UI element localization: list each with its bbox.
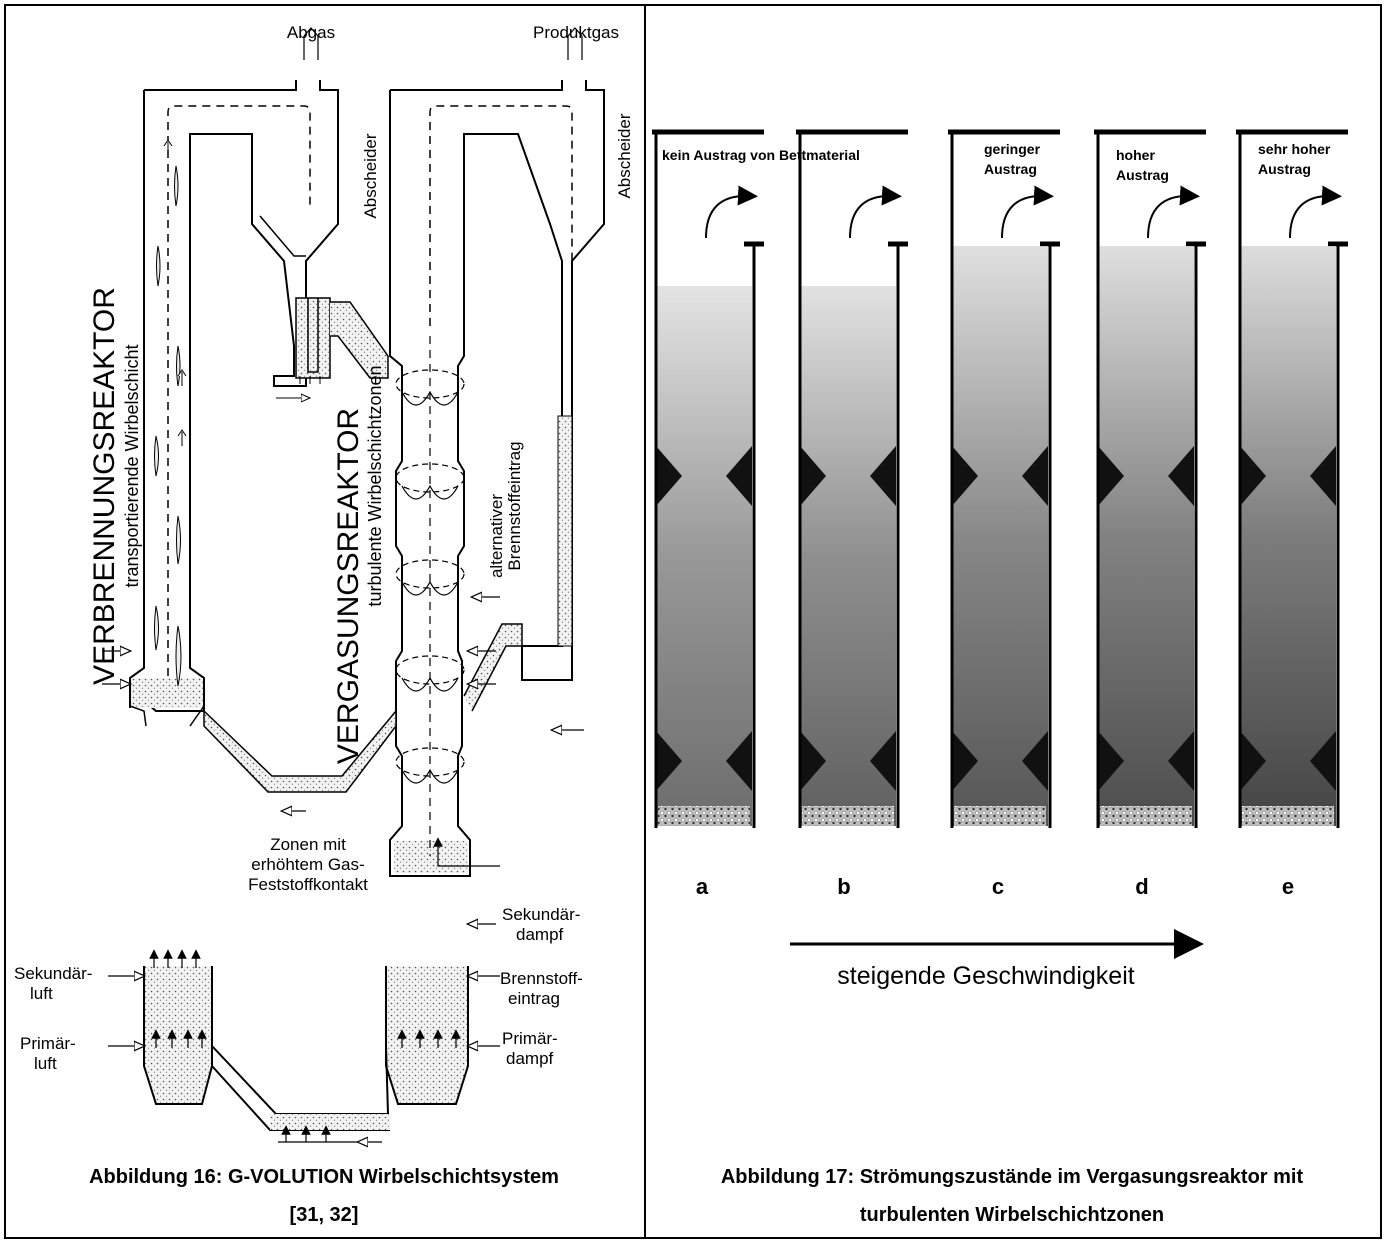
state-a-letter: a <box>696 874 709 899</box>
primary-air-label-2: luft <box>34 1054 57 1073</box>
figure-16-panel: Abgas Produktgas Abscheider Abscheider V… <box>4 4 646 1239</box>
product-gas-label: Produktgas <box>533 23 619 42</box>
zones-label-1: Zonen mit <box>270 835 346 854</box>
lower-connector <box>464 624 522 711</box>
secondary-steam-label-1: Sekundär- <box>502 905 580 924</box>
secondary-steam-label-2: dampf <box>516 925 564 944</box>
alt-fuel-label-1: alternativer <box>487 494 506 578</box>
figure-17-panel: kein Austrag von Bettmaterial geringer A… <box>644 4 1382 1239</box>
alt-fuel-label-2: Brennstoffeintrag <box>505 441 524 570</box>
secondary-air-label-2: luft <box>30 984 53 1003</box>
combustion-reactor-subtitle: transportierende Wirbelschicht <box>122 344 142 587</box>
flow-column-a <box>652 132 764 828</box>
g-volution-diagram: Abgas Produktgas Abscheider Abscheider V… <box>6 6 648 1166</box>
figure-16-caption-line-1: Abbildung 16: G-VOLUTION Wirbelschichtsy… <box>6 1158 642 1196</box>
combustion-particles <box>155 166 182 686</box>
bottom-connector <box>204 711 396 792</box>
flow-column-b <box>796 132 908 828</box>
zones-label-2: erhöhtem Gas- <box>251 855 364 874</box>
return-leg-fill <box>558 416 572 646</box>
exhaust-label: Abgas <box>287 23 335 42</box>
primary-steam-label-2: dampf <box>506 1049 554 1068</box>
gasification-reactor-subtitle: turbulente Wirbelschichtzonen <box>365 365 385 606</box>
fuel-input-label-2: eintrag <box>508 989 560 1008</box>
zones-label-3: Feststoffkontakt <box>248 875 368 894</box>
flow-states-figure: kein Austrag von Bettmaterial geringer A… <box>646 6 1384 1166</box>
fuel-input-label-1: Brennstoff- <box>500 969 583 988</box>
figure-17-caption: Abbildung 17: Strömungszustände im Verga… <box>646 1158 1378 1234</box>
primary-steam-label-1: Primär- <box>502 1029 558 1048</box>
flow-columns <box>652 132 1348 828</box>
separator-2-label: Abscheider <box>615 113 634 198</box>
flow-column-c <box>948 132 1060 828</box>
state-a-note: kein Austrag von Bettmaterial <box>662 147 860 163</box>
combustion-reactor-title: VERBRENNUNGSREAKTOR <box>88 287 121 685</box>
figure-16-caption: Abbildung 16: G-VOLUTION Wirbelschichtsy… <box>6 1158 642 1234</box>
state-d-note-1: hoher <box>1116 147 1155 163</box>
flow-column-e <box>1236 132 1348 828</box>
state-b-letter: b <box>837 874 850 899</box>
state-e-note-1: sehr hoher <box>1258 141 1331 157</box>
state-c-note-1: geringer <box>984 141 1041 157</box>
speed-label: steigende Geschwindigkeit <box>837 962 1134 990</box>
state-e-letter: e <box>1282 874 1294 899</box>
state-d-note-2: Austrag <box>1116 167 1169 183</box>
gasification-reactor-title: VERGASUNGSREAKTOR <box>332 408 365 764</box>
state-c-note-2: Austrag <box>984 161 1037 177</box>
combustion-reactor <box>130 80 338 711</box>
flow-column-d <box>1094 132 1206 828</box>
figure-17-caption-line-1: Abbildung 17: Strömungszustände im Verga… <box>646 1158 1378 1196</box>
state-e-note-2: Austrag <box>1258 161 1311 177</box>
figure-17-caption-line-2: turbulenten Wirbelschichtzonen <box>646 1196 1378 1234</box>
figure-16-caption-line-2: [31, 32] <box>6 1196 642 1234</box>
state-c-letter: c <box>992 874 1004 899</box>
separator-1-label: Abscheider <box>361 133 380 218</box>
gasification-flow-path <box>430 106 572 426</box>
state-d-letter: d <box>1135 874 1148 899</box>
primary-air-label-1: Primär- <box>20 1034 76 1053</box>
secondary-air-label-1: Sekundär- <box>14 964 92 983</box>
